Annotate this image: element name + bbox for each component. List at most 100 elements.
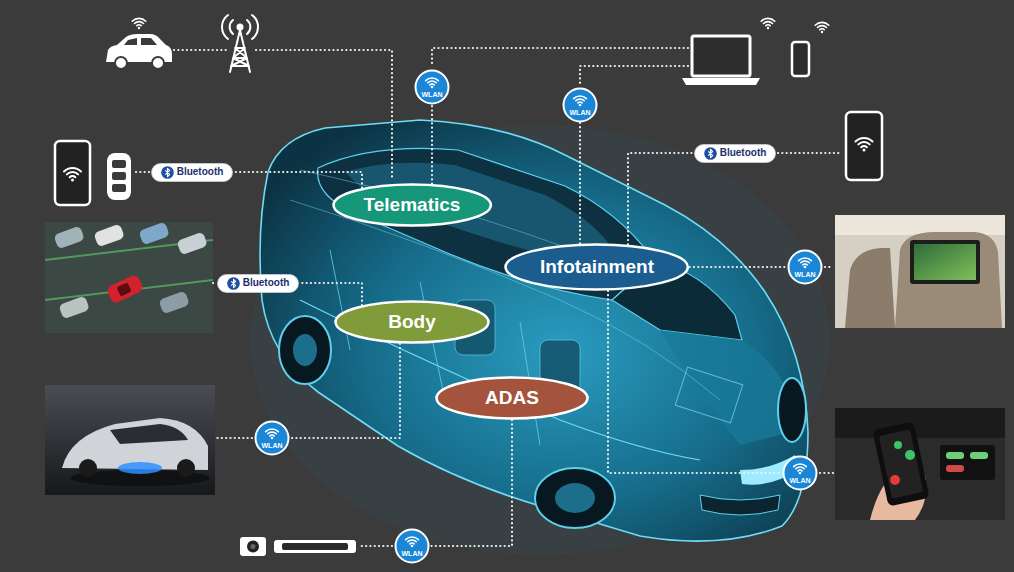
node-content: Bluetooth — [694, 144, 776, 163]
car-illustration — [675, 367, 743, 423]
ellipse-shape — [506, 245, 688, 290]
car-illustration — [535, 468, 615, 528]
connector — [290, 344, 400, 438]
node-content: WLAN — [394, 528, 430, 564]
wlan-badge: WLAN — [787, 249, 823, 285]
node-content: WLAN — [254, 420, 290, 456]
node-label: Telematics — [364, 194, 461, 216]
car-icon — [106, 18, 172, 69]
bluetooth-logo — [161, 166, 174, 179]
circle-shape — [799, 258, 812, 261]
bluetooth-badge: Bluetooth — [217, 274, 299, 293]
bluetooth-logo — [165, 168, 169, 176]
bluetooth-logo — [704, 147, 717, 160]
connector — [394, 420, 512, 546]
ellipse-shape — [336, 302, 489, 343]
circle-shape — [803, 263, 807, 265]
parking-photo — [106, 274, 144, 305]
phone-control-photo — [894, 441, 902, 449]
node-content: Infotainment — [504, 243, 689, 291]
wire-line — [217, 437, 252, 439]
car-illustration — [293, 334, 317, 366]
circle-shape — [411, 545, 414, 548]
circle-shape — [416, 71, 449, 104]
cell-tower-icon — [222, 15, 258, 72]
car-illustration — [300, 300, 700, 460]
circle-shape — [410, 542, 414, 544]
phone-icon — [792, 22, 829, 76]
node-label: WLAN — [422, 91, 443, 99]
connector — [608, 291, 782, 473]
node-content: ADAS — [435, 376, 589, 420]
car-icon — [152, 57, 164, 69]
car-icon — [115, 57, 127, 69]
node-label: Infotainment — [540, 256, 654, 278]
tablet-icon — [846, 112, 882, 180]
ellipse-shape — [437, 378, 588, 419]
camera-icon — [251, 544, 256, 549]
wire-line — [256, 50, 392, 178]
rear-seat-screen-photo — [835, 215, 1005, 235]
car-illustration — [555, 483, 595, 513]
circle-shape — [801, 261, 809, 263]
dashcam-icon — [274, 540, 356, 553]
smartphone-icon — [64, 168, 81, 182]
rear-seat-screen-photo — [835, 215, 1005, 328]
laptop-icon — [761, 18, 775, 29]
circle-shape — [794, 464, 807, 467]
bluetooth-logo — [704, 147, 717, 160]
camera-icon — [240, 537, 266, 556]
wire-line — [359, 545, 392, 547]
node-content: Bluetooth — [217, 274, 299, 293]
car-illustration — [279, 316, 331, 384]
concept-car-photo — [118, 462, 162, 474]
circle-shape — [271, 437, 274, 440]
wlan-badge: WLAN — [394, 528, 430, 564]
key-fob-icon — [112, 184, 126, 192]
cell-tower-icon — [230, 30, 250, 72]
car-icon — [124, 38, 157, 45]
bluetooth-logo — [161, 166, 174, 179]
phone-control-photo — [835, 408, 1005, 438]
wire-line — [778, 152, 842, 154]
parking-photo — [158, 291, 189, 315]
pill-shape — [152, 163, 233, 181]
pill-shape — [695, 144, 776, 162]
wire-line — [825, 266, 833, 268]
rear-seat-screen-photo — [835, 215, 1005, 328]
key-fob-icon — [107, 153, 131, 200]
parking-photo — [58, 296, 89, 320]
rear-seat-screen-photo — [910, 240, 980, 284]
node-label: Body — [388, 311, 436, 333]
car-illustration — [290, 170, 720, 400]
wire-line — [174, 49, 226, 51]
connector — [628, 153, 694, 244]
circle-shape — [787, 249, 823, 285]
phone-control-photo — [890, 475, 900, 485]
smartphone-icon — [55, 141, 90, 205]
node-content: WLAN — [787, 249, 823, 285]
car-illustration — [660, 330, 800, 445]
connector — [579, 123, 581, 243]
pill-shape — [218, 274, 299, 292]
node-label: Bluetooth — [720, 147, 767, 159]
domain-ellipse: Infotainment — [504, 243, 689, 291]
circle-shape — [564, 89, 597, 122]
parking-photo — [53, 226, 84, 250]
parking-photo — [117, 282, 132, 296]
connector — [299, 283, 362, 305]
phone-control-photo — [940, 445, 995, 480]
concept-car-photo — [177, 459, 195, 477]
camera-icon — [247, 541, 259, 553]
phone-icon — [815, 22, 829, 33]
key-fob-icon — [112, 160, 126, 168]
circle-shape — [428, 81, 436, 83]
node-label: ADAS — [485, 387, 539, 409]
wire-line — [580, 66, 688, 84]
wire-line — [135, 171, 149, 173]
circle-shape — [576, 99, 584, 101]
wire-line — [820, 472, 833, 474]
